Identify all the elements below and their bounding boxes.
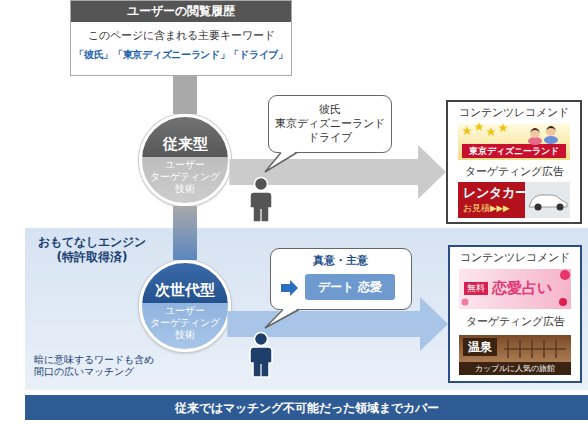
chip-text: デート 恋愛 xyxy=(305,279,395,295)
engine-heading: おもてなしエンジン (特許取得済) xyxy=(31,235,153,265)
banner-ad: 温泉カップルに人気の旅館 xyxy=(459,335,571,375)
photo-figure xyxy=(546,126,556,130)
speech-bubble: 彼氏 東京ディズニーランド ドライブ xyxy=(268,95,392,153)
history-box: ユーザーの閲覧履歴このページに含まれる主要キーワード「彼氏」「東京ディズニーラン… xyxy=(70,0,292,76)
person-icon xyxy=(260,364,261,377)
box-heading: コンテンツレコメンド xyxy=(450,251,580,265)
keyword-note: このページに含まれる主要キーワード xyxy=(71,29,291,43)
arrow-symbol xyxy=(281,280,298,296)
inn-lattice xyxy=(504,340,566,358)
history-heading: ユーザーの閲覧履歴 xyxy=(71,1,291,22)
photo-figure xyxy=(546,126,556,136)
badge-text: 無料 xyxy=(464,282,488,295)
person-icon xyxy=(250,347,272,377)
keyword-chip: デート 恋愛 xyxy=(305,274,395,300)
banner-text: 恋愛占い xyxy=(492,279,568,298)
vertical-bar xyxy=(173,206,197,260)
summary-band: 従来ではマッチング不可能だった領域までカバー xyxy=(25,395,588,420)
star-icon xyxy=(462,126,472,135)
photo-figure xyxy=(530,128,540,132)
summary-text: 従来ではマッチング不可能だった領域までカバー xyxy=(25,400,588,417)
banner-text: レンタカー xyxy=(463,185,529,202)
banner-caption: カップルに人気の旅館 xyxy=(459,362,571,375)
photo-figure xyxy=(544,136,558,144)
box-heading: ターゲティング広告 xyxy=(448,165,580,179)
bubble-heading: 真意・主意 xyxy=(271,254,410,268)
banner-ad: 無料恋愛占い xyxy=(459,269,571,309)
person-icon xyxy=(260,209,261,222)
star-icon xyxy=(486,127,496,136)
car-wheel xyxy=(557,204,564,211)
bubble-tail xyxy=(265,308,299,328)
box-heading: ターゲティング広告 xyxy=(450,315,580,329)
bubble-text: 彼氏 東京ディズニーランド ドライブ xyxy=(269,102,390,144)
keyword-list: 「彼氏」「東京ディズニーランド」「ドライブ」 xyxy=(71,48,291,62)
photo-figure xyxy=(530,128,540,138)
person-icon xyxy=(255,333,268,346)
circle-body: ユーザー ターゲティング 技術 xyxy=(142,159,228,195)
photo-figure xyxy=(528,137,542,145)
rose-image xyxy=(559,298,567,306)
banner-text: お見積▶▶▶ xyxy=(463,203,529,215)
circle-title: 従来型 xyxy=(142,135,228,154)
bubble-tail xyxy=(265,310,299,329)
person-icon xyxy=(250,192,272,222)
result-box: コンテンツレコメンドターゲティング広告 無料恋愛占い温泉カップルに人気の旅館 xyxy=(448,245,582,383)
star-icon xyxy=(474,122,484,131)
banner-text: 温泉 xyxy=(463,338,497,356)
engine-band: おもてなしエンジン (特許取得済) 暗に意味するワードも含め 間口の広いマッチング… xyxy=(25,228,588,390)
car-wheel xyxy=(535,204,542,211)
bubble-tail xyxy=(265,153,297,173)
vertical-bar xyxy=(173,76,197,114)
star-icon xyxy=(498,123,508,132)
engine-note: 暗に意味するワードも含め 間口の広いマッチング xyxy=(34,354,164,378)
bubble-tail xyxy=(265,151,297,172)
circle-body: ユーザー ターゲティング 技術 xyxy=(142,305,228,341)
targeting-circle: 次世代型ユーザー ターゲティング 技術 xyxy=(139,260,231,352)
person-icon xyxy=(255,178,268,191)
circle-title: 次世代型 xyxy=(142,281,228,300)
rose-image xyxy=(462,299,469,306)
targeting-circle: 従来型ユーザー ターゲティング 技術 xyxy=(139,114,231,206)
rose-image xyxy=(560,270,570,280)
flow-arrow xyxy=(227,311,420,337)
banner-text: 東京ディズニーランド xyxy=(462,144,566,158)
speech-bubble: 真意・主意デート 恋愛 xyxy=(270,248,412,310)
box-heading: コンテンツレコメンド xyxy=(448,106,580,120)
